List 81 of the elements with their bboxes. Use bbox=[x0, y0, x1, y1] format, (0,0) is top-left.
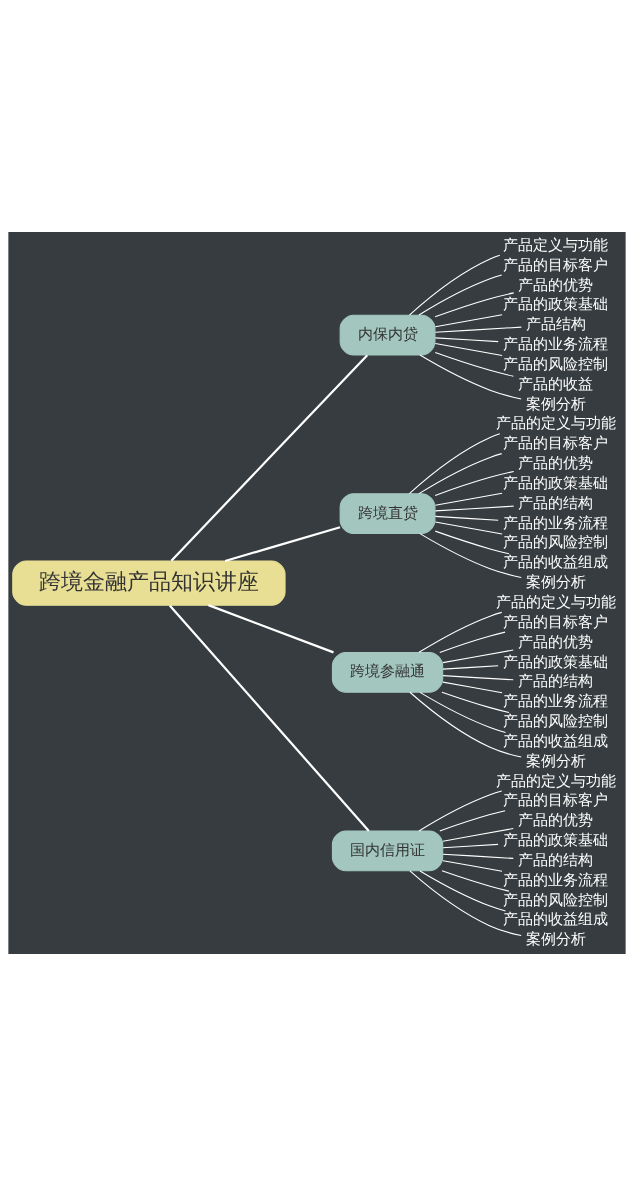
node-text: 产品的业务流程 bbox=[503, 692, 609, 711]
node-text: 产品的优势 bbox=[518, 811, 594, 830]
node-text: 产品的目标客户 bbox=[503, 434, 609, 453]
node-text: 产品的风险控制 bbox=[503, 533, 609, 552]
connector bbox=[442, 828, 514, 842]
connector bbox=[434, 530, 510, 555]
connector bbox=[419, 870, 507, 912]
node-text: 产品的目标客户 bbox=[503, 791, 609, 810]
connector bbox=[208, 604, 334, 654]
connector bbox=[224, 526, 341, 563]
node-text: 产品的优势 bbox=[518, 275, 594, 294]
connector bbox=[419, 533, 522, 579]
node-text: 案例分析 bbox=[525, 930, 586, 949]
connector bbox=[434, 314, 503, 328]
node-box: 跨境直贷 bbox=[339, 493, 436, 535]
node-text: 产品的定义与功能 bbox=[495, 593, 616, 611]
node-text: 产品的业务流程 bbox=[503, 513, 609, 532]
connector bbox=[442, 665, 499, 670]
connector bbox=[434, 470, 515, 496]
node-text: 产品的结构 bbox=[518, 850, 594, 869]
node-text: 产品的政策基础 bbox=[503, 295, 609, 314]
node-box: 跨境金融产品知识讲座 bbox=[12, 560, 286, 606]
connector bbox=[434, 492, 503, 506]
node-text: 案例分析 bbox=[525, 394, 586, 413]
node-text: 产品的目标客户 bbox=[503, 255, 609, 274]
connector bbox=[418, 453, 503, 495]
connector bbox=[408, 433, 501, 495]
connector bbox=[409, 691, 522, 758]
connector bbox=[170, 354, 369, 562]
connector bbox=[419, 691, 507, 733]
node-text: 案例分析 bbox=[525, 573, 586, 592]
node-text: 产品的结构 bbox=[518, 672, 594, 691]
node-text: 产品的业务流程 bbox=[503, 335, 609, 354]
node-text: 产品的政策基础 bbox=[503, 652, 609, 671]
connector bbox=[434, 292, 515, 318]
node-text: 案例分析 bbox=[525, 751, 586, 770]
node-text: 产品的结构 bbox=[518, 493, 594, 512]
node-text: 产品定义与功能 bbox=[503, 235, 609, 254]
node-text: 产品的业务流程 bbox=[503, 870, 609, 889]
connector bbox=[442, 675, 514, 681]
connector bbox=[168, 604, 370, 832]
node-text: 产品的收益组成 bbox=[503, 731, 609, 750]
node-box: 跨境参融通 bbox=[331, 651, 444, 693]
connector bbox=[442, 860, 503, 872]
connector bbox=[442, 853, 514, 859]
node-text: 产品的收益 bbox=[518, 374, 594, 393]
node-text: 产品的政策基础 bbox=[503, 831, 609, 850]
connector bbox=[434, 515, 499, 521]
connector bbox=[439, 810, 506, 832]
node-text: 产品的政策基础 bbox=[503, 473, 609, 492]
connector bbox=[441, 870, 510, 892]
node-box: 国内信用证 bbox=[331, 830, 444, 872]
connector bbox=[418, 790, 503, 832]
node-text: 产品的风险控制 bbox=[503, 712, 609, 731]
node-text: 产品的风险控制 bbox=[503, 890, 609, 909]
node-text: 产品的风险控制 bbox=[503, 354, 609, 373]
node-text: 产品的收益组成 bbox=[503, 553, 609, 572]
node-box: 内保内贷 bbox=[339, 314, 436, 356]
node-text: 产品的收益组成 bbox=[503, 910, 609, 929]
connector bbox=[442, 843, 499, 849]
connector bbox=[434, 337, 499, 343]
node-text: 产品的定义与功能 bbox=[495, 771, 616, 790]
connector bbox=[408, 254, 501, 316]
connector bbox=[434, 352, 514, 377]
connector bbox=[442, 681, 503, 694]
node-text: 产品结构 bbox=[525, 315, 586, 334]
connector bbox=[441, 691, 510, 714]
connector bbox=[409, 870, 522, 937]
node-text: 产品的定义与功能 bbox=[495, 414, 616, 433]
node-text: 产品的优势 bbox=[518, 454, 594, 473]
connector bbox=[434, 342, 503, 356]
connector bbox=[439, 631, 506, 653]
connector bbox=[434, 505, 515, 512]
connector bbox=[442, 649, 514, 664]
connector bbox=[434, 326, 522, 333]
node-text: 产品的目标客户 bbox=[503, 612, 609, 631]
connector bbox=[418, 611, 503, 653]
connector bbox=[419, 354, 522, 400]
connector bbox=[434, 521, 503, 535]
connector bbox=[418, 274, 503, 316]
node-text: 产品的优势 bbox=[518, 632, 594, 651]
